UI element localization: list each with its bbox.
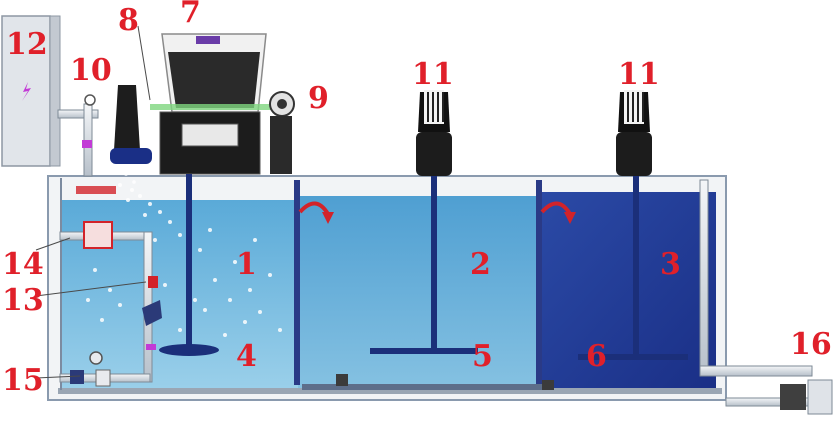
label-12: 12: [6, 27, 48, 62]
label-9: 9: [308, 81, 329, 116]
chemical-hopper: [110, 85, 152, 164]
impeller-1: [159, 344, 219, 356]
label-4: 4: [236, 339, 257, 374]
mixer-1: [159, 174, 219, 356]
check-valve: [142, 300, 162, 326]
partition-1: [294, 180, 300, 385]
label-7: 7: [180, 0, 201, 30]
feed-piping: [57, 94, 99, 177]
label-11-left: 11: [412, 57, 454, 92]
flow-meter: [83, 221, 113, 249]
curved-arrow-icon: [298, 201, 572, 216]
inlet-piping: [59, 186, 162, 387]
outlet-valve: [780, 384, 806, 410]
label-11-right: 11: [618, 57, 660, 92]
label-5: 5: [472, 339, 493, 374]
label-13: 13: [2, 283, 44, 318]
label-16: 16: [790, 327, 832, 362]
arrow-heads: [322, 212, 576, 224]
mixer-3: [578, 90, 688, 360]
outlet-piping: [699, 179, 833, 415]
drain-valves: [302, 374, 554, 390]
label-8: 8: [118, 3, 139, 38]
mixer-2: [370, 90, 478, 354]
dosing-pump: [269, 91, 295, 174]
label-14: 14: [2, 247, 44, 282]
partition-2: [536, 180, 542, 385]
lightning-icon: [22, 82, 31, 101]
flocculant-tank: [150, 33, 280, 113]
label-1: 1: [236, 247, 257, 282]
valve-13: [148, 276, 158, 288]
dosing-unit: [159, 111, 261, 175]
pressure-gauge-15: [89, 351, 103, 365]
impeller-2: [370, 348, 478, 354]
label-6: 6: [586, 339, 607, 374]
label-2: 2: [470, 247, 491, 282]
label-3: 3: [660, 247, 681, 282]
control-panel: [1, 15, 61, 167]
label-10: 10: [70, 53, 112, 88]
impeller-3: [578, 354, 688, 360]
chamber-2-water: [298, 196, 540, 392]
chamber-3-water: [540, 192, 716, 392]
leader-lines: [35, 25, 151, 379]
label-15: 15: [2, 363, 44, 398]
